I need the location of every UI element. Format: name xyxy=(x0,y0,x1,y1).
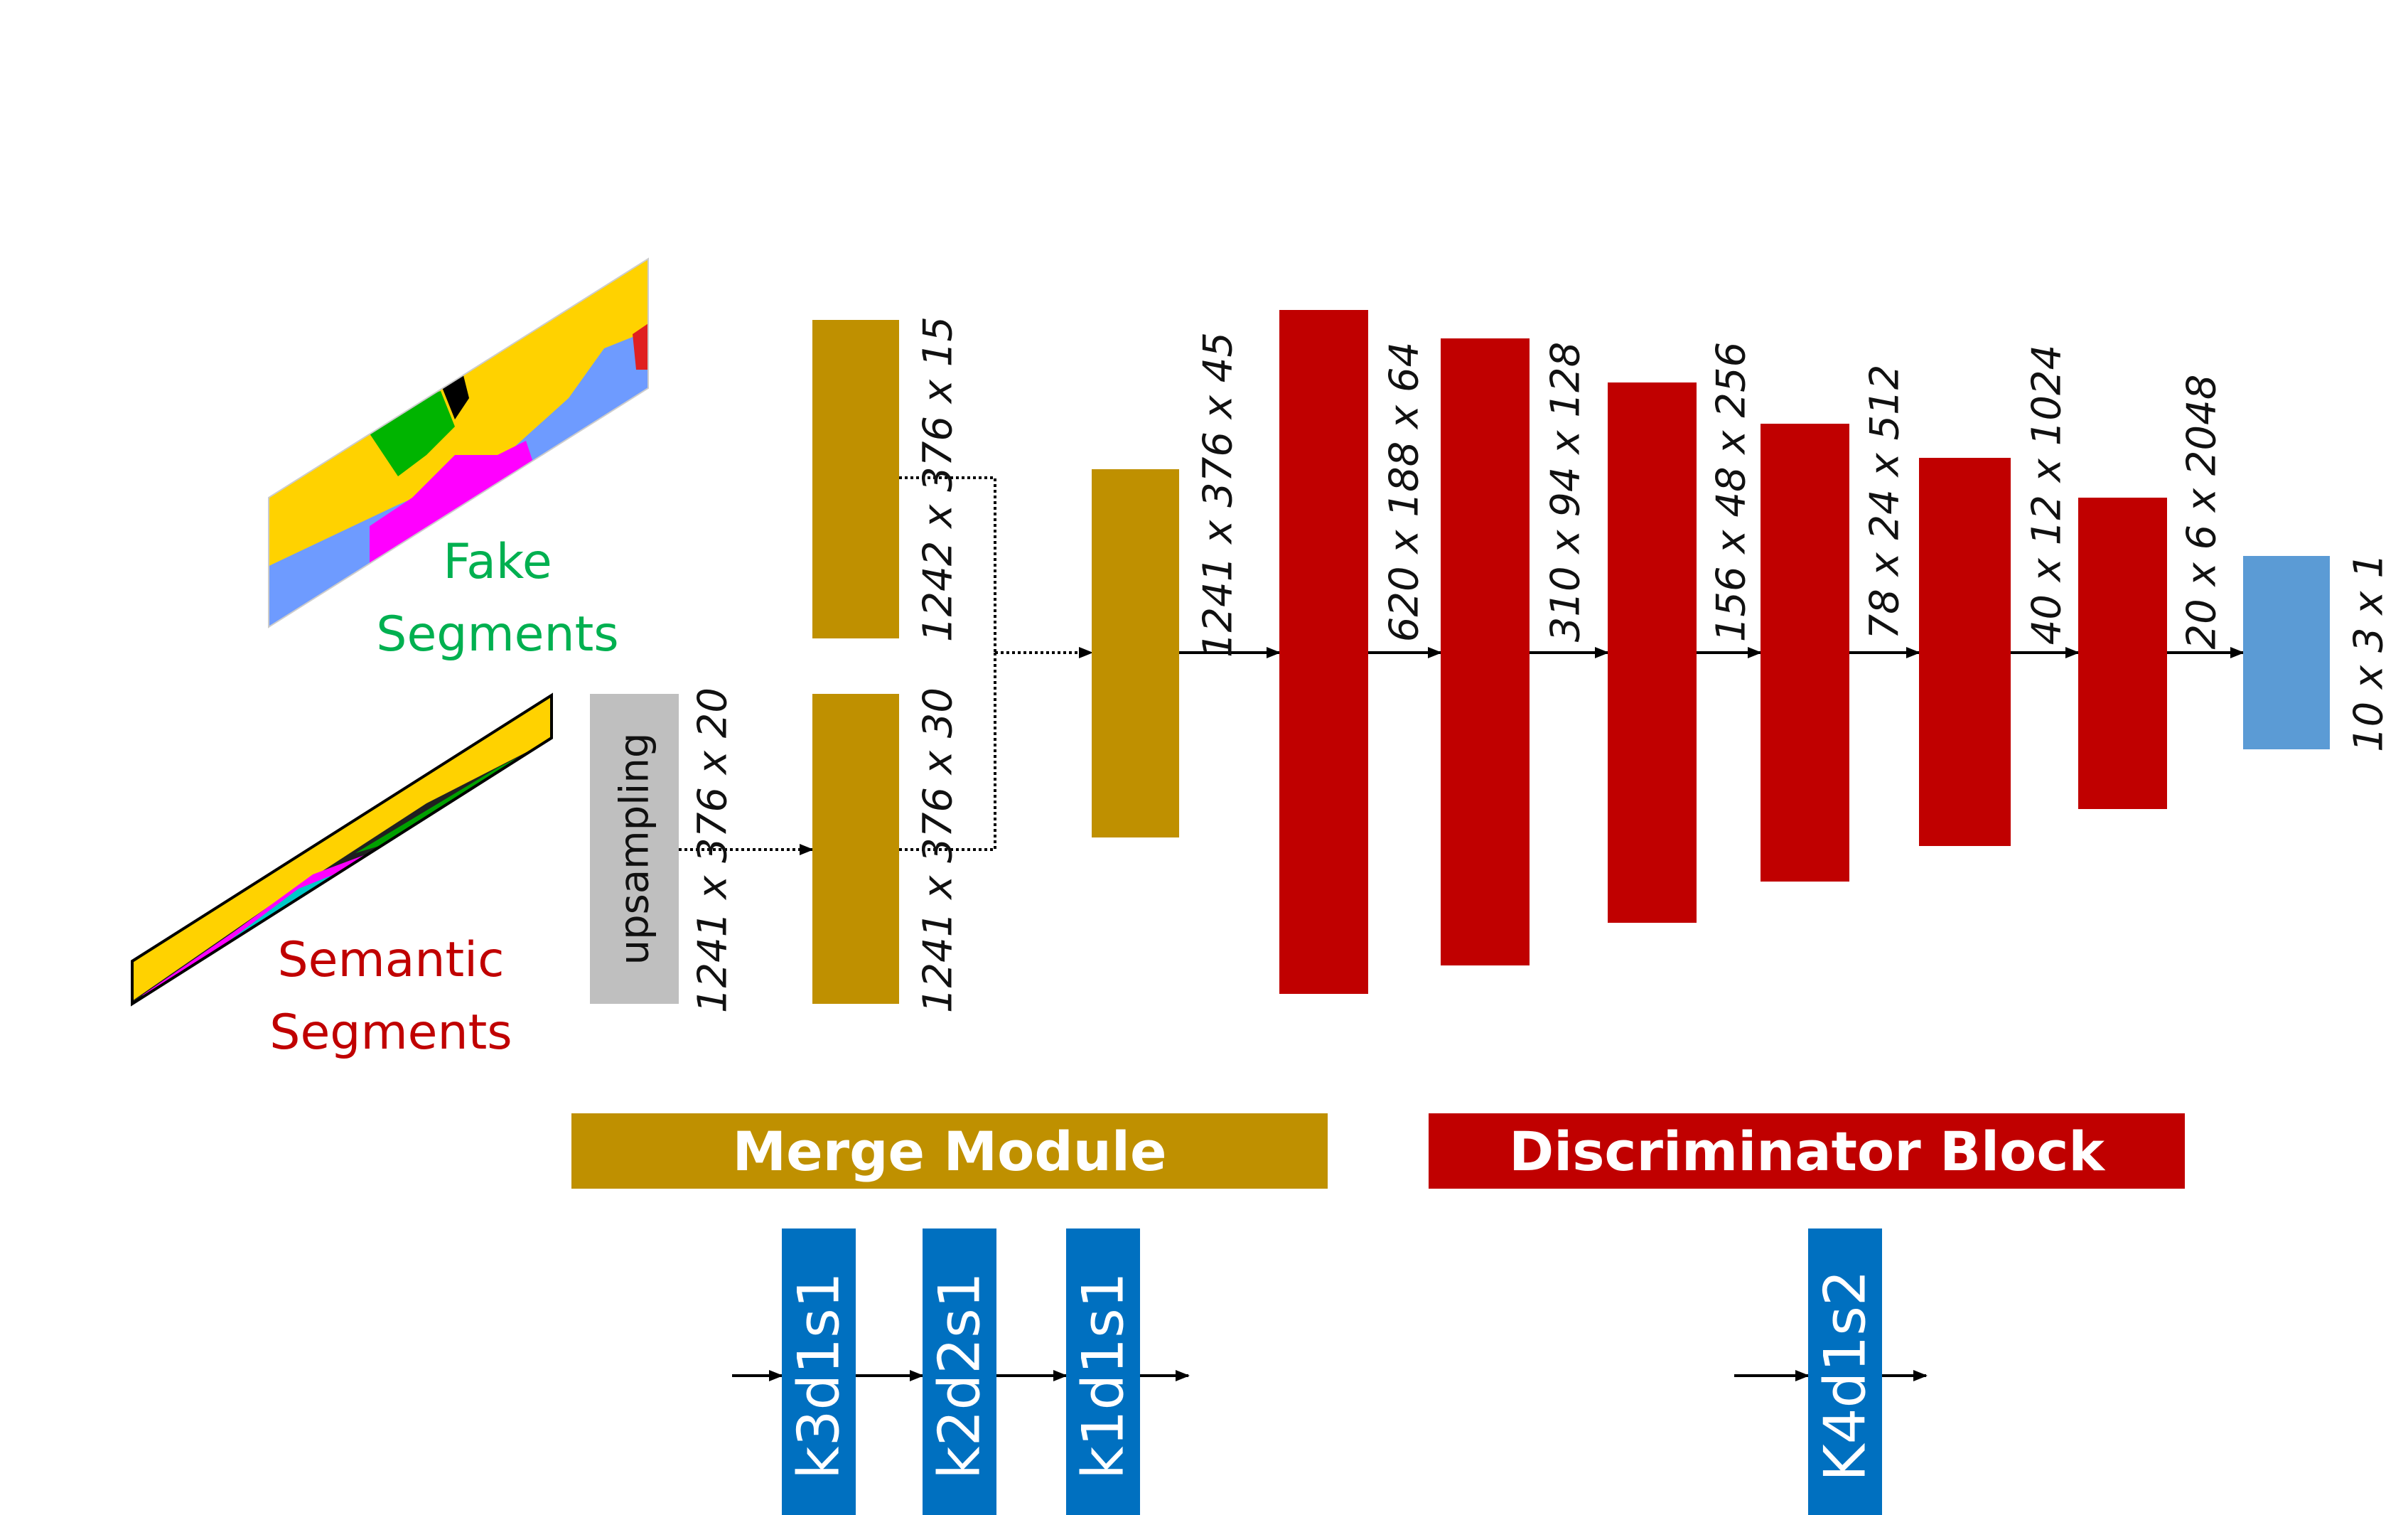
merge-legend-label-2: k2d2s1 xyxy=(926,1272,993,1479)
disc-block-1-output: 620 x 188 x 64 xyxy=(1381,341,1428,643)
disc-block-1 xyxy=(1279,310,1368,994)
discriminator-block-banner: Discriminator Block xyxy=(1429,1113,2185,1189)
semantic-segments-caption: Semantic Segments xyxy=(235,924,547,1069)
disc-block-2 xyxy=(1441,338,1530,965)
disc-block-4 xyxy=(1761,424,1849,882)
merged-output-label: 1241 x 376 x 45 xyxy=(1195,331,1242,658)
disc-block-5-output: 40 x 12 x 1024 xyxy=(2023,344,2070,646)
disc-block-2-output: 310 x 94 x 128 xyxy=(1542,341,1589,643)
fake-branch-output-label: 1242 x 376 x 15 xyxy=(915,316,962,643)
upsampling-label: upsampling xyxy=(611,732,658,965)
disc-block-5 xyxy=(1919,458,2011,846)
disc-block-6 xyxy=(2078,498,2167,809)
disc-legend-label: K4d1s2 xyxy=(1812,1270,1878,1482)
merge-legend-block-1 xyxy=(782,1228,856,1515)
merge-legend-block-3 xyxy=(1066,1228,1140,1515)
disc-block-6-output: 20 x 6 x 2048 xyxy=(2178,374,2225,650)
merge-module-banner: Merge Module xyxy=(571,1113,1328,1189)
disc-legend-block xyxy=(1808,1228,1882,1515)
upsampling-block xyxy=(590,694,679,1004)
merged-block xyxy=(1092,469,1179,837)
disc-block-4-output: 78 x 24 x 512 xyxy=(1861,364,1908,640)
fake-segments-caption: Fake Segments xyxy=(348,526,647,671)
fake-caption-line1: Fake xyxy=(443,534,552,590)
merge-legend-label-1: k3d1s1 xyxy=(785,1272,852,1479)
final-output-label: 10 x 3 x 1 xyxy=(2345,553,2392,752)
merge-legend-block-2 xyxy=(923,1228,996,1515)
semantic-caption-line1: Semantic xyxy=(277,932,505,988)
disc-block-3 xyxy=(1608,382,1697,923)
merge-legend-label-3: k1d1s1 xyxy=(1070,1272,1136,1479)
disc-block-3-output: 156 x 48 x 256 xyxy=(1708,341,1755,643)
fake-caption-line2: Segments xyxy=(376,606,619,663)
connector-fake-branch xyxy=(899,476,996,653)
semantic-caption-line2: Segments xyxy=(269,1005,512,1061)
upsampling-output-label: 1241 x 376 x 20 xyxy=(689,687,736,1014)
fake-branch-block xyxy=(812,320,899,638)
semantic-branch-output-label: 1241 x 376 x 30 xyxy=(915,687,962,1014)
semantic-branch-block xyxy=(812,694,899,1004)
final-output-block xyxy=(2243,556,2330,749)
